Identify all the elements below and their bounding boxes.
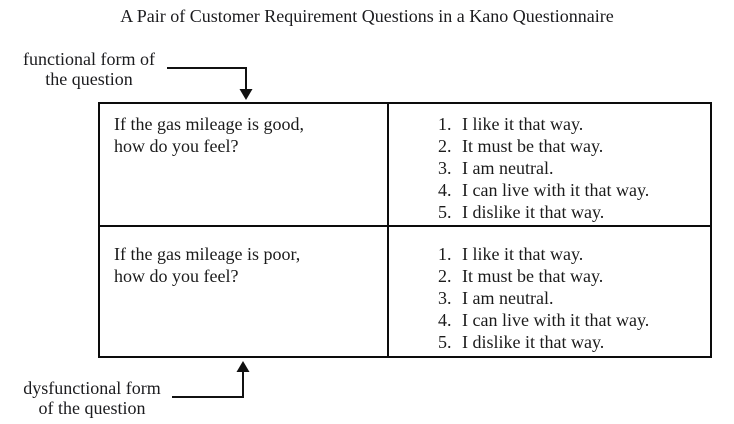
answer-number: 1. <box>438 244 452 264</box>
answer-option: 1. I like it that way. <box>438 243 710 265</box>
answer-number: 4. <box>438 310 452 330</box>
answer-number: 2. <box>438 136 452 156</box>
dysfunctional-question-line1: If the gas mileage is poor, <box>114 244 301 264</box>
dysfunctional-question-line2: how do you feel? <box>114 266 239 286</box>
answer-text: I dislike it that way. <box>462 202 605 222</box>
answer-option: 4. I can live with it that way. <box>438 179 710 201</box>
answer-number: 4. <box>438 180 452 200</box>
functional-arrow <box>167 67 253 100</box>
functional-question-cell: If the gas mileage is good, how do you f… <box>100 104 389 227</box>
kano-question-table: If the gas mileage is good, how do you f… <box>98 102 712 358</box>
answer-option: 2. It must be that way. <box>438 265 710 287</box>
answer-text: I can live with it that way. <box>462 180 650 200</box>
answer-number: 2. <box>438 266 452 286</box>
functional-question-line1: If the gas mileage is good, <box>114 114 304 134</box>
functional-answers-cell: 1. I like it that way. 2. It must be tha… <box>389 104 710 227</box>
dysfunctional-form-label-line1: dysfunctional form <box>23 378 161 398</box>
answer-text: I am neutral. <box>462 158 554 178</box>
answer-option: 2. It must be that way. <box>438 135 710 157</box>
answer-text: I like it that way. <box>462 244 584 264</box>
answer-text: I am neutral. <box>462 288 554 308</box>
answer-number: 3. <box>438 158 452 178</box>
answer-option: 4. I can live with it that way. <box>438 309 710 331</box>
answer-text: I can live with it that way. <box>462 310 650 330</box>
answer-option: 5. I dislike it that way. <box>438 331 710 353</box>
answer-option: 3. I am neutral. <box>438 287 710 309</box>
functional-form-label-line1: functional form of <box>23 49 155 69</box>
figure-title: A Pair of Customer Requirement Questions… <box>120 6 614 26</box>
answer-option: 1. I like it that way. <box>438 113 710 135</box>
dysfunctional-question-cell: If the gas mileage is poor, how do you f… <box>100 227 389 356</box>
answer-option: 3. I am neutral. <box>438 157 710 179</box>
answer-option: 5. I dislike it that way. <box>438 201 710 223</box>
dysfunctional-form-label: dysfunctional form of the question <box>9 378 175 418</box>
functional-form-label: functional form of the question <box>9 49 169 89</box>
answer-text: I dislike it that way. <box>462 332 605 352</box>
answer-text: I like it that way. <box>462 114 584 134</box>
dysfunctional-form-label-line2: of the question <box>38 398 146 418</box>
answer-text: It must be that way. <box>462 136 604 156</box>
answer-number: 1. <box>438 114 452 134</box>
answer-number: 5. <box>438 202 452 222</box>
answer-text: It must be that way. <box>462 266 604 286</box>
answer-number: 5. <box>438 332 452 352</box>
dysfunctional-arrow <box>172 361 250 398</box>
answer-number: 3. <box>438 288 452 308</box>
dysfunctional-answers-cell: 1. I like it that way. 2. It must be tha… <box>389 227 710 356</box>
functional-question-line2: how do you feel? <box>114 136 239 156</box>
functional-form-label-line2: the question <box>45 69 133 89</box>
